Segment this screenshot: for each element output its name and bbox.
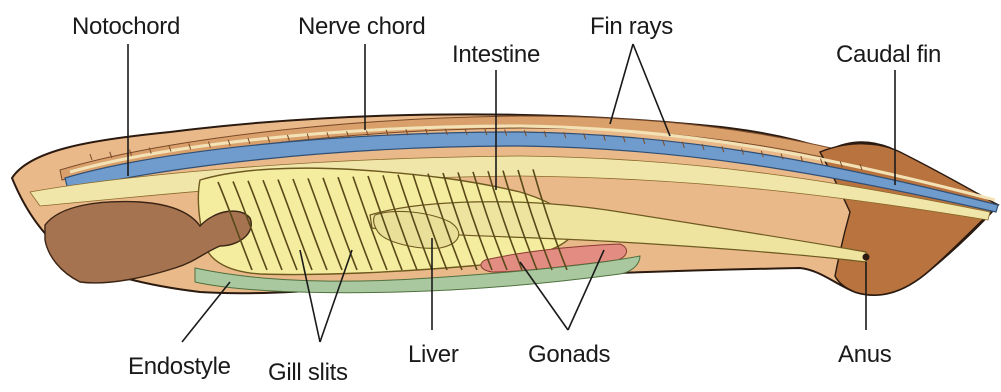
label-nerve-chord: Nerve chord — [298, 13, 425, 40]
label-fin-rays: Fin rays — [590, 13, 673, 40]
label-anus: Anus — [838, 341, 892, 368]
label-gill-slits: Gill slits — [268, 359, 348, 386]
lancelet-body — [12, 114, 998, 295]
label-notochord: Notochord — [72, 13, 180, 40]
anus-opening — [863, 254, 870, 261]
label-liver: Liver — [408, 341, 459, 368]
label-caudal-fin: Caudal fin — [836, 41, 941, 68]
label-gonads: Gonads — [528, 341, 611, 368]
leader-fin-rays-a — [610, 44, 633, 124]
label-intestine: Intestine — [452, 41, 540, 68]
label-endostyle: Endostyle — [128, 353, 231, 380]
